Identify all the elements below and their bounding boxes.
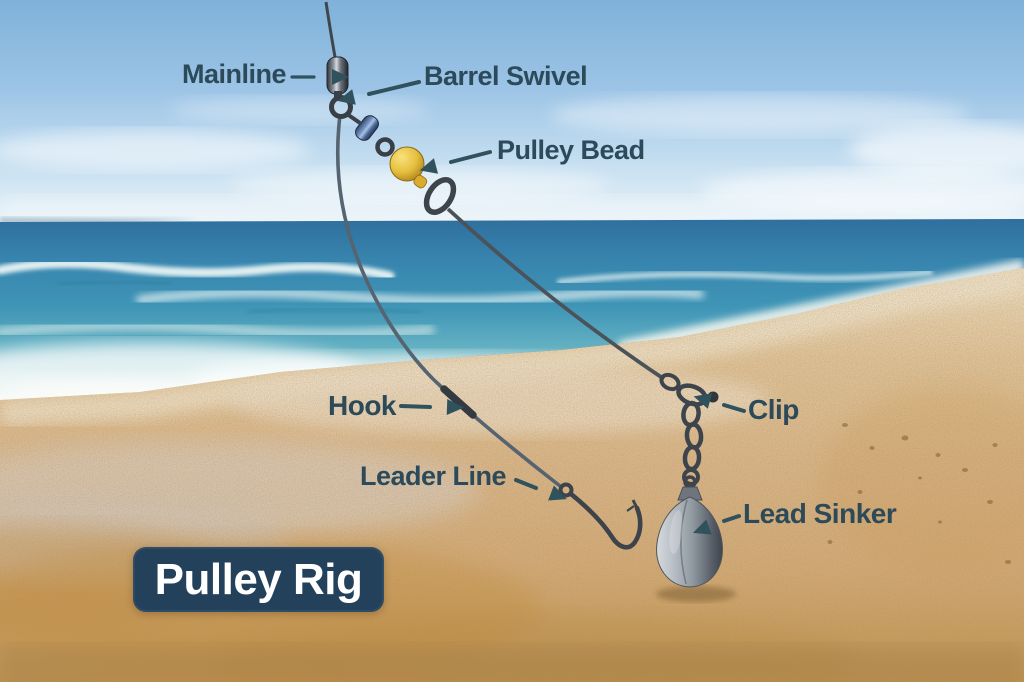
barrel-swivel-label: Barrel Swivel — [424, 61, 588, 91]
leader-line-label: Leader Line — [360, 461, 507, 491]
title-badge: Pulley Rig — [133, 547, 384, 612]
mainline-line — [324, 1, 337, 58]
pulley-bead-arrow — [419, 150, 492, 174]
hook-arrow — [399, 399, 464, 415]
leader-line-path — [335, 114, 562, 488]
sinker-shadow — [656, 586, 736, 602]
clip-line — [446, 207, 666, 381]
wave-foam — [0, 258, 933, 339]
swivel-bead-blue — [355, 115, 379, 141]
barrel-swivel-arrow — [337, 80, 421, 105]
hook-label: Hook — [328, 390, 397, 421]
sinker-graphic — [656, 475, 723, 588]
mainline-label: Mainline — [181, 59, 287, 89]
hook-graphic — [558, 482, 643, 550]
lead-sinker-label: Lead Sinker — [743, 498, 897, 529]
swivel-ring — [375, 137, 395, 157]
clip-label: Clip — [748, 394, 799, 425]
lead-sinker-arrow — [693, 514, 741, 535]
clouds — [0, 95, 1024, 226]
barrel-swivel-graphic — [326, 56, 362, 125]
title-badge-text: Pulley Rig — [154, 554, 363, 604]
pulley-bead-graphic — [389, 146, 428, 189]
mainline-arrow — [290, 69, 349, 85]
pulley-link — [423, 177, 457, 215]
chain-links — [681, 400, 704, 486]
leader-line-arrow — [514, 478, 567, 501]
pebbles — [827, 423, 1011, 564]
pulley-bead-label: Pulley Bead — [497, 135, 645, 165]
leader-line-crimp — [440, 385, 477, 419]
clip-arrow — [693, 393, 746, 413]
